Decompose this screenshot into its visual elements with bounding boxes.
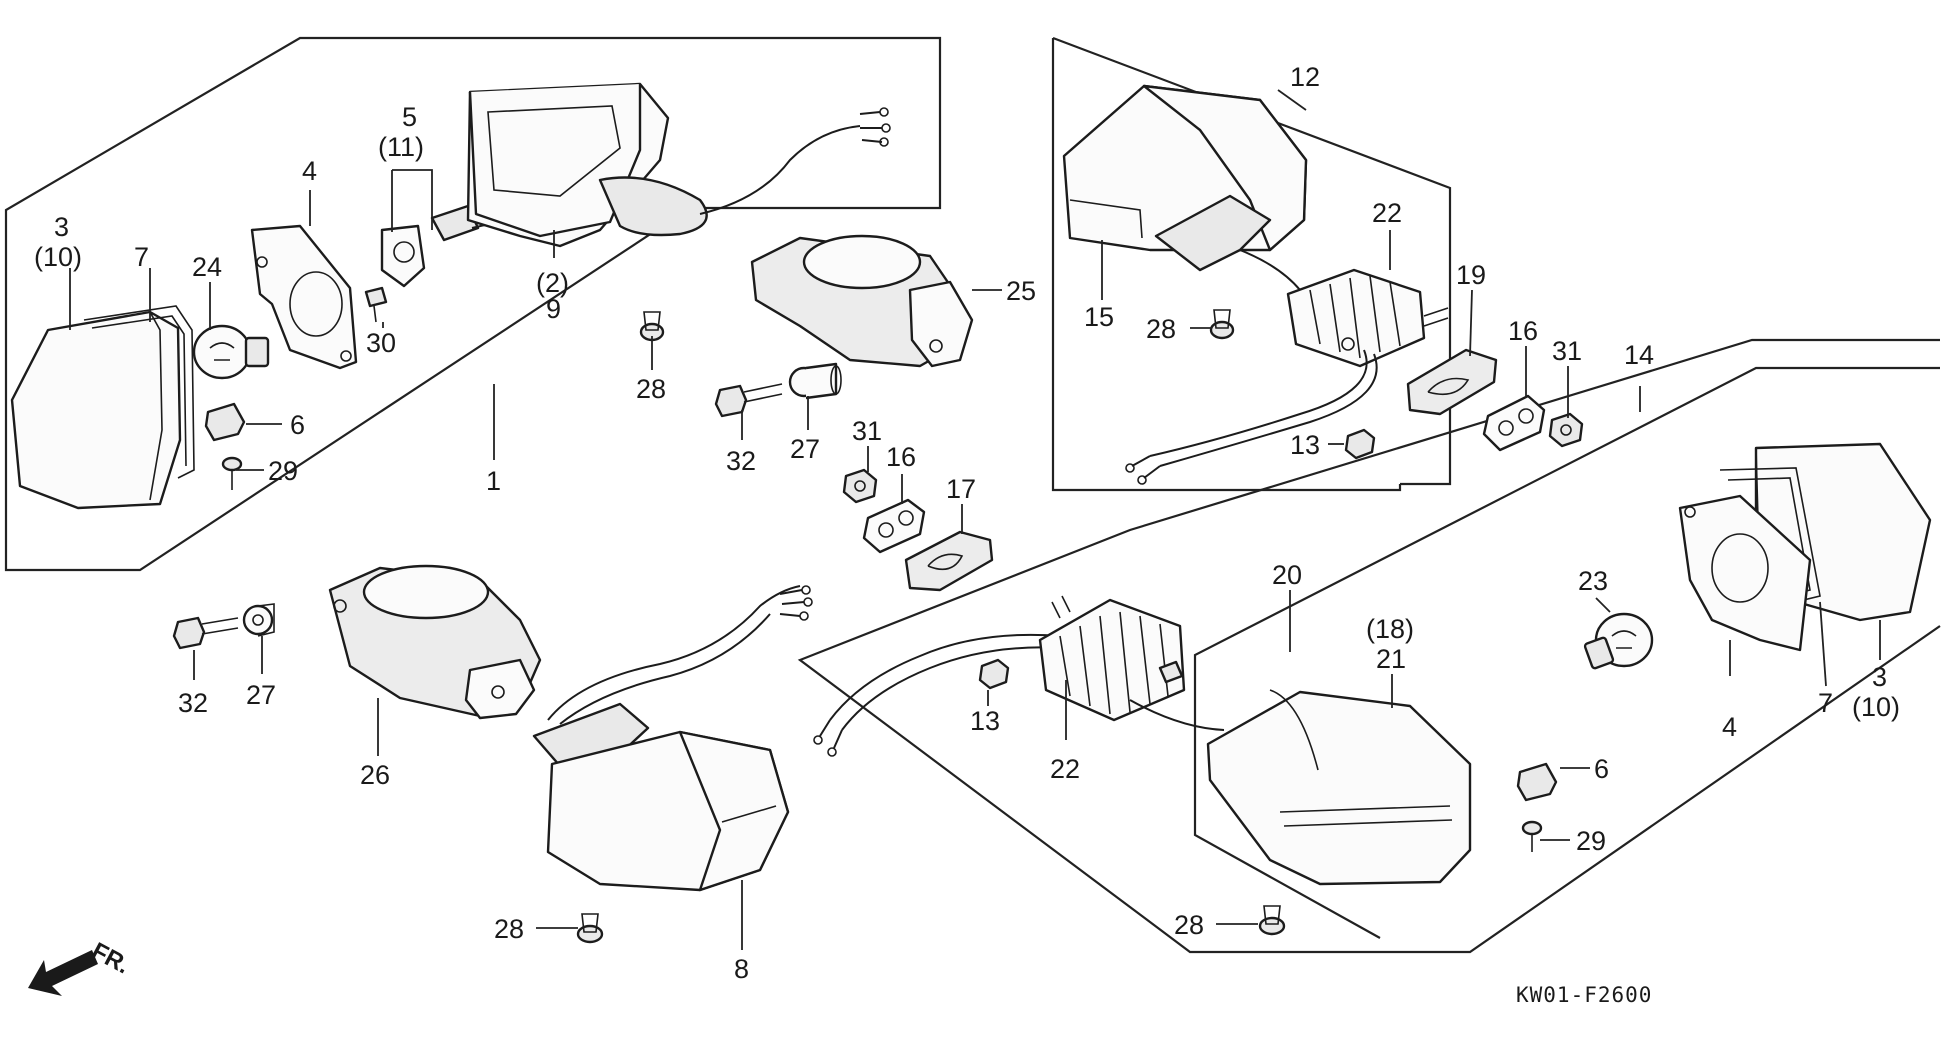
callout-32-upper: 32 <box>726 446 756 476</box>
leader-lines <box>69 89 1881 950</box>
base-plate-front-left <box>250 224 358 370</box>
diagram-code: KW01-F2600 <box>1516 983 1652 1007</box>
collar-27-b <box>242 603 275 637</box>
clip-6-right <box>1516 762 1558 802</box>
callout-15: 15 <box>1084 302 1114 332</box>
turn-signal-front-right <box>1129 689 1472 886</box>
screw-30 <box>364 286 388 323</box>
stay-26 <box>328 564 542 720</box>
washer-16-b <box>1482 394 1546 452</box>
callout-labels: 1 (2) 3 (10) 3 (10) 4 4 5 (11) 6 6 7 7 8… <box>34 62 1900 984</box>
callout-3-right: 3 <box>1872 662 1887 692</box>
grommet-28-d <box>1258 905 1286 936</box>
callout-19: 19 <box>1456 260 1486 290</box>
nut-13-upper <box>1344 428 1376 460</box>
nut-31-a <box>842 468 878 504</box>
front-arrow-icon <box>28 950 98 996</box>
socket-front-left <box>380 204 531 288</box>
callout-27-lower: 27 <box>246 680 276 710</box>
callout-28-upper-right: 28 <box>1146 314 1176 344</box>
gasket-front-left <box>83 305 195 479</box>
callout-13-lower: 13 <box>970 706 1000 736</box>
callout-31-upper: 31 <box>1552 336 1582 366</box>
callout-5: 5 <box>402 102 417 132</box>
bolt-32-a <box>714 383 783 418</box>
callout-28-lower-right: 28 <box>1174 910 1204 940</box>
callout-3-left: 3 <box>54 212 69 242</box>
screw-29-right <box>1521 820 1543 852</box>
lens-front-left <box>10 310 182 510</box>
grommet-28-b <box>576 913 604 944</box>
callout-29-right: 29 <box>1576 826 1606 856</box>
group-frame-front-right <box>797 338 1941 954</box>
callout-4-left: 4 <box>302 156 317 186</box>
callout-21: 21 <box>1376 644 1406 674</box>
grommet-28-a <box>639 311 665 342</box>
callout-20: 20 <box>1272 560 1302 590</box>
callout-10-right: (10) <box>1852 692 1900 722</box>
callout-14: 14 <box>1624 340 1654 370</box>
callout-24: 24 <box>192 252 222 282</box>
callout-7-left: 7 <box>134 242 149 272</box>
callout-16-center: 16 <box>886 442 916 472</box>
callout-27-upper: 27 <box>790 434 820 464</box>
bracket-22-upper <box>1286 268 1449 368</box>
nut-13-lower <box>978 658 1010 690</box>
callout-28-center: 28 <box>636 374 666 404</box>
nut-31-b <box>1548 412 1584 448</box>
callout-13-upper: 13 <box>1290 430 1320 460</box>
housing-front-left <box>466 82 891 248</box>
clip-6-front-left <box>204 402 246 442</box>
callout-32-lower: 32 <box>178 688 208 718</box>
callout-8: 8 <box>734 954 749 984</box>
callout-26: 26 <box>360 760 390 790</box>
front-direction-label: FR. <box>87 937 134 979</box>
collar-27-a <box>788 362 842 400</box>
bulb-front-left <box>192 324 270 380</box>
gasket-19 <box>1406 348 1498 416</box>
wire-front-right <box>813 633 1061 757</box>
callout-6-left: 6 <box>290 410 305 440</box>
callout-2: (2) <box>536 268 569 298</box>
gasket-17 <box>904 530 994 592</box>
screw-29-front-left <box>221 456 243 490</box>
callout-29-left: 29 <box>268 456 298 486</box>
callout-6-right: 6 <box>1594 754 1609 784</box>
turn-signal-rear-upper <box>1062 84 1308 291</box>
bulb-front-right <box>1583 612 1654 670</box>
callout-23: 23 <box>1578 566 1608 596</box>
turn-signal-8 <box>532 585 813 892</box>
callout-11: (11) <box>378 132 424 162</box>
callout-9: 9 <box>546 294 561 324</box>
callout-10-left: (10) <box>34 242 82 272</box>
callout-16-upper: 16 <box>1508 316 1538 346</box>
grommet-28-c <box>1209 309 1235 340</box>
base-plate-front-right <box>1678 494 1812 652</box>
bolt-32-b <box>172 616 239 650</box>
callout-12: 12 <box>1290 62 1320 92</box>
callout-1: 1 <box>486 466 501 496</box>
callout-22-lower: 22 <box>1050 754 1080 784</box>
callout-17: 17 <box>946 474 976 504</box>
callout-22-upper: 22 <box>1372 198 1402 228</box>
callout-28-lower-left: 28 <box>494 914 524 944</box>
callout-4-right: 4 <box>1722 712 1737 742</box>
stay-25 <box>750 234 974 368</box>
callout-25: 25 <box>1006 276 1036 306</box>
callout-31-center: 31 <box>852 416 882 446</box>
wire-rear-upper <box>1125 349 1378 485</box>
washer-16-a <box>862 498 926 554</box>
bracket-22-lower <box>1038 595 1186 722</box>
callout-18: (18) <box>1366 614 1414 644</box>
callout-7-right: 7 <box>1818 688 1833 718</box>
callout-30: 30 <box>366 328 396 358</box>
group-frame-front-left <box>4 36 942 572</box>
front-direction-indicator: FR. <box>28 937 134 996</box>
